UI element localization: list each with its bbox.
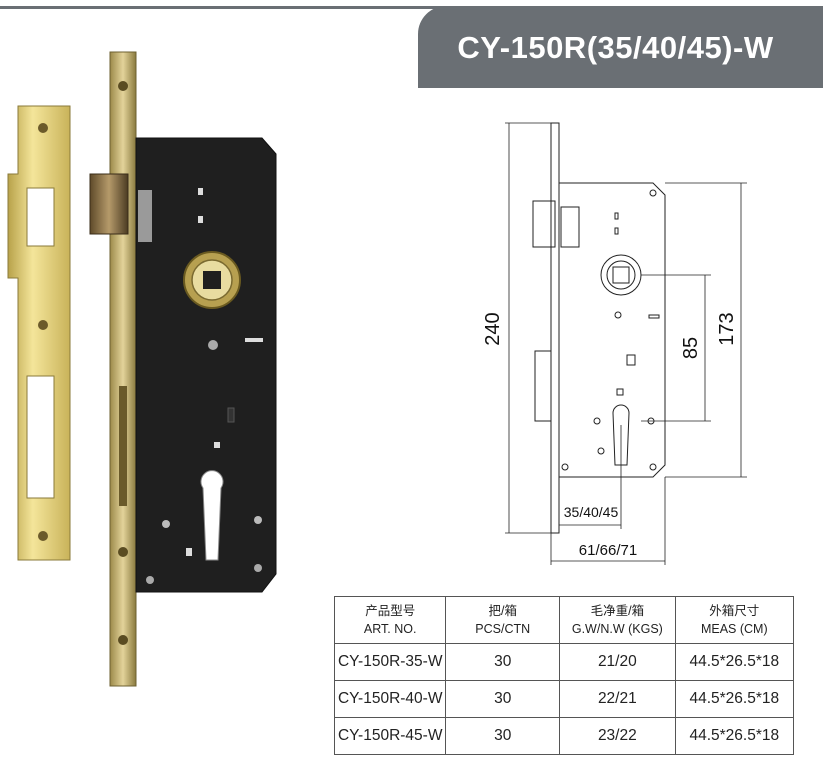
table-row: CY-150R-45-W 30 23/22 44.5*26.5*18 <box>333 717 795 755</box>
dimension-case-width: 61/66/71 <box>579 542 637 559</box>
title-banner: CY-150R(35/40/45)-W <box>418 6 823 88</box>
header-art-no-en: ART. NO. <box>363 622 417 636</box>
cell-art: CY-150R-35-W <box>333 643 447 681</box>
lock-case <box>89 137 277 593</box>
faceplate <box>109 51 137 687</box>
drawing-lines <box>532 122 666 534</box>
header-meas: 外箱尺寸 MEAS (CM) <box>674 596 795 644</box>
header-pcs-cn: 把/箱 <box>488 604 517 618</box>
dimension-total-height: 240 <box>482 312 504 345</box>
lock-photo <box>7 51 277 687</box>
header-pcs-en: PCS/CTN <box>475 622 531 636</box>
cell-pcs: 30 <box>445 717 561 755</box>
header-pcs: 把/箱 PCS/CTN <box>445 596 561 644</box>
cell-meas: 44.5*26.5*18 <box>674 680 795 718</box>
cell-pcs: 30 <box>445 643 561 681</box>
header-rule <box>0 6 823 9</box>
dimension-lines <box>505 122 747 565</box>
header-art-no-cn: 产品型号 <box>365 604 416 618</box>
table-row: CY-150R-40-W 30 22/21 44.5*26.5*18 <box>333 680 795 718</box>
cell-weight: 23/22 <box>559 717 676 755</box>
strike-plate <box>7 105 71 561</box>
product-title: CY-150R(35/40/45)-W <box>457 30 774 65</box>
dimension-backset: 35/40/45 <box>564 504 619 520</box>
header-weight-cn: 毛净重/箱 <box>590 604 645 618</box>
cell-weight: 22/21 <box>559 680 676 718</box>
cell-weight: 21/20 <box>559 643 676 681</box>
table-row: CY-150R-35-W 30 21/20 44.5*26.5*18 <box>333 643 795 681</box>
header-weight: 毛净重/箱 G.W/N.W (KGS) <box>559 596 676 644</box>
dimension-center-distance: 85 <box>680 337 702 359</box>
spec-table: 产品型号 ART. NO. 把/箱 PCS/CTN 毛净重/箱 G.W/N.W … <box>333 596 795 755</box>
cell-meas: 44.5*26.5*18 <box>674 717 795 755</box>
technical-drawing: 240 173 85 35/40/45 61/66/71 <box>482 122 747 565</box>
header-meas-cn: 外箱尺寸 <box>709 604 760 618</box>
cell-art: CY-150R-45-W <box>333 717 447 755</box>
header-weight-en: G.W/N.W (KGS) <box>571 622 663 636</box>
table-header-row: 产品型号 ART. NO. 把/箱 PCS/CTN 毛净重/箱 G.W/N.W … <box>333 596 795 644</box>
cell-meas: 44.5*26.5*18 <box>674 643 795 681</box>
header-art-no: 产品型号 ART. NO. <box>333 596 447 644</box>
header-meas-en: MEAS (CM) <box>700 622 768 636</box>
dimension-case-height: 173 <box>716 312 738 345</box>
cell-art: CY-150R-40-W <box>333 680 447 718</box>
cell-pcs: 30 <box>445 680 561 718</box>
